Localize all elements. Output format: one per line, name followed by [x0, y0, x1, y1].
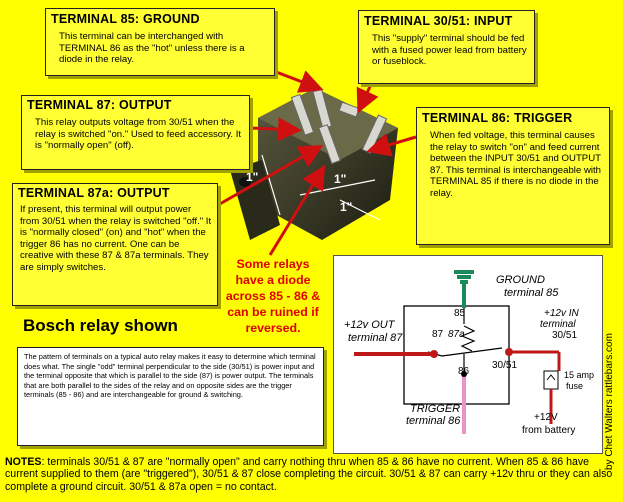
relay-schematic: GROUND terminal 85 85 +12v IN terminal 3…: [333, 255, 603, 454]
notes-text: : terminals 30/51 & 87 are "normally ope…: [5, 456, 613, 493]
relay-caption: Bosch relay shown: [23, 316, 178, 335]
terminal-85-marker: 85: [454, 308, 466, 319]
terminal-87-callout: TERMINAL 87: OUTPUT This relay outputs v…: [21, 95, 250, 170]
dimension-label-3: 1": [340, 200, 353, 214]
ground-terminal-label: terminal 85: [504, 287, 559, 299]
terminal-3051-text: This "supply" terminal should be fed wit…: [372, 33, 527, 68]
notes-section: NOTES: terminals 30/51 & 87 are "normall…: [5, 456, 620, 493]
terminal-87a-callout: TERMINAL 87a: OUTPUT If present, this te…: [12, 183, 218, 306]
in-label: +12v IN: [544, 308, 579, 319]
ground-label: GROUND: [496, 274, 545, 286]
dimension-lines: [261, 154, 381, 221]
out-label: +12v OUT: [344, 319, 395, 331]
schematic-wiring: [354, 270, 561, 434]
terminal-87a-marker: 87a: [448, 329, 465, 340]
fuse-label: fuse: [566, 381, 584, 391]
terminal-87-title: TERMINAL 87: OUTPUT: [27, 98, 172, 112]
terminal-3051-callout: TERMINAL 30/51: INPUT This "supply" term…: [358, 10, 535, 84]
fuse-amp-label: 15 amp: [564, 370, 595, 380]
diode-warning: Some relays have a diode across 85 - 86 …: [225, 257, 321, 335]
terminal-86-marker: 86: [458, 366, 470, 377]
out-terminal-label: terminal 87: [348, 332, 403, 344]
terminal-86-text: When fed voltage, this terminal causes t…: [430, 130, 602, 199]
trigger-terminal-label: terminal 86: [406, 415, 461, 427]
terminal-87a-text: If present, this terminal will output po…: [20, 204, 212, 273]
ground-symbol: [454, 270, 474, 308]
terminal-3051-marker: 30/51: [492, 360, 518, 371]
dimension-label-2: 1": [334, 172, 347, 186]
terminal-85-text: This terminal can be interchanged with T…: [59, 31, 245, 66]
battery-plus-label: +12V: [534, 412, 558, 423]
terminal-85-title: TERMINAL 85: GROUND: [51, 12, 200, 26]
terminal-87a-title: TERMINAL 87a: OUTPUT: [18, 186, 170, 200]
terminal-87-text: This relay outputs voltage from 30/51 wh…: [35, 117, 242, 152]
terminal-pattern-note: The pattern of terminals on a typical au…: [17, 347, 324, 446]
terminal-86-title: TERMINAL 86: TRIGGER: [422, 111, 573, 125]
in-num-label: 30/51: [552, 330, 578, 341]
terminal-85-callout: TERMINAL 85: GROUND This terminal can be…: [45, 8, 275, 76]
in-terminal-label: terminal: [540, 319, 576, 330]
battery-label: from battery: [522, 425, 576, 436]
relay-body: [230, 88, 398, 240]
notes-label: NOTES: [5, 456, 42, 468]
author-credit: by Chet Walters rattlebars.com: [604, 333, 615, 470]
terminal-87-marker: 87: [432, 329, 444, 340]
terminal-3051-title: TERMINAL 30/51: INPUT: [364, 14, 513, 28]
dimension-label-1: 1": [246, 170, 259, 184]
trigger-label: TRIGGER: [410, 403, 461, 415]
terminal-86-callout: TERMINAL 86: TRIGGER When fed voltage, t…: [416, 107, 610, 245]
